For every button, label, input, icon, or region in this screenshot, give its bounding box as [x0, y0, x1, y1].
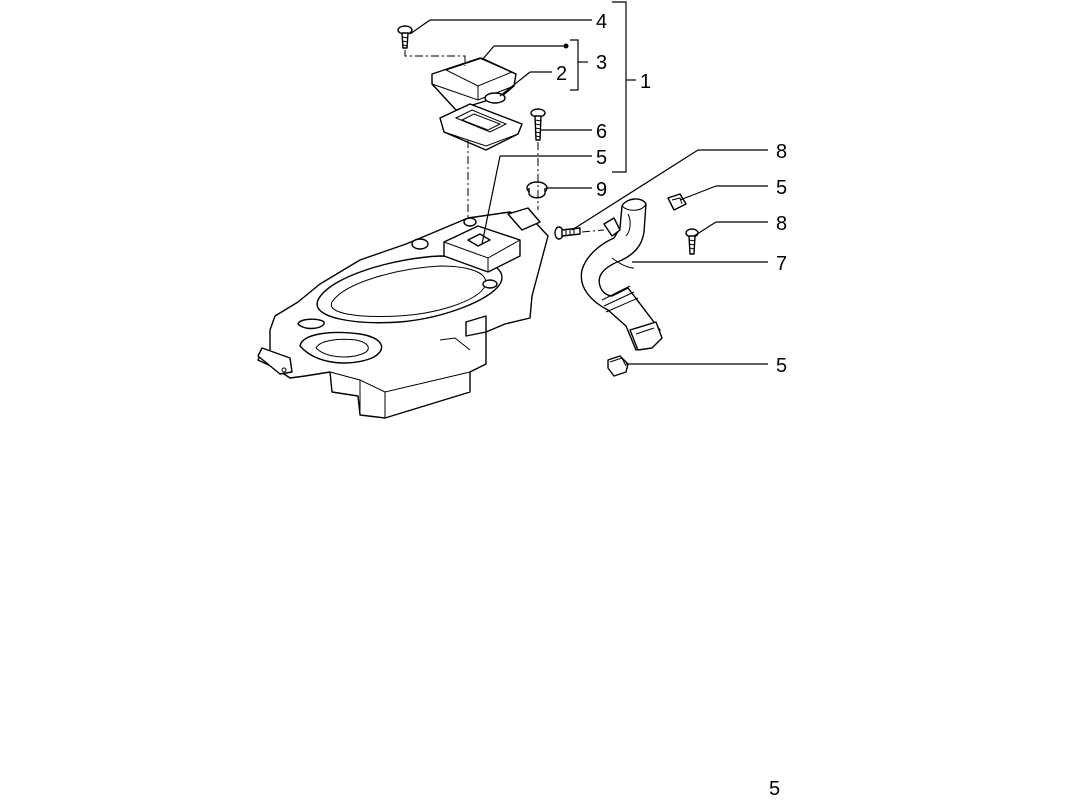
clip-part-5-lower — [607, 355, 629, 377]
screw-part-8-left — [554, 226, 581, 240]
screw-part-8-right — [685, 228, 699, 255]
callout-5-top: 5 — [596, 147, 607, 169]
callout-1: 1 — [640, 71, 651, 93]
callout-4: 4 — [596, 11, 607, 33]
lid-cover — [431, 57, 517, 111]
callout-2: 2 — [556, 63, 567, 85]
callout-6: 6 — [596, 121, 607, 143]
screw-part-4 — [397, 25, 413, 49]
air-duct-part-7 — [580, 198, 663, 351]
screw-part-6 — [530, 108, 546, 141]
leader-lines — [409, 1, 768, 365]
callout-9: 9 — [596, 179, 607, 201]
callout-5-bottom: 5 — [776, 355, 787, 377]
clip-part-5-upper — [667, 193, 687, 211]
page-number: 5 — [769, 778, 781, 800]
callout-3: 3 — [596, 52, 607, 74]
callout-7: 7 — [776, 253, 787, 275]
callout-5-right: 5 — [776, 177, 787, 199]
helmet-compartment — [257, 207, 549, 419]
cap-part-9 — [526, 181, 548, 199]
callout-8-right: 8 — [776, 213, 787, 235]
lid-frame — [439, 103, 523, 151]
callout-8-top: 8 — [776, 141, 787, 163]
